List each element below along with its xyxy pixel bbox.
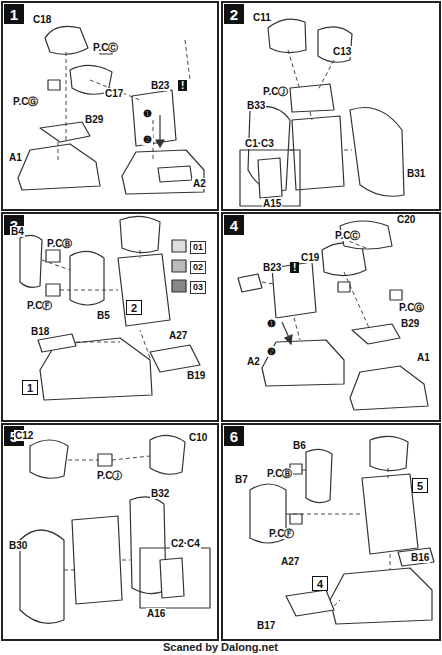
part-label: P.CⒿ xyxy=(262,86,289,97)
part-label: B18 xyxy=(30,326,50,337)
watermark: Scaned by Dalong.net xyxy=(162,642,279,653)
part-label: C18 xyxy=(32,14,52,25)
part-label: B31 xyxy=(406,168,426,179)
part-label: P.CⒸ xyxy=(334,230,361,241)
part-label: C17 xyxy=(104,88,124,99)
part-label: P.CⒿ xyxy=(96,470,123,481)
part-label: P.CⒼ xyxy=(398,302,425,313)
part-label: P.CⒷ xyxy=(266,468,293,479)
step-text: 1 xyxy=(10,6,18,23)
part-label: B6 xyxy=(292,440,307,451)
part-label: B7 xyxy=(234,474,249,485)
step-number: 4 xyxy=(224,215,244,235)
part-label: ❶ xyxy=(142,108,153,119)
part-label: P.CⒼ xyxy=(12,96,39,107)
caution-icon: ! xyxy=(290,262,299,273)
step-number: 6 xyxy=(224,426,244,446)
part-label: A27 xyxy=(280,556,300,567)
part-label: ❷ xyxy=(266,346,277,357)
part-label: P.CⒻ xyxy=(26,300,53,311)
step-text: 2 xyxy=(131,302,137,314)
part-label: B17 xyxy=(256,620,276,631)
step-text: 4 xyxy=(317,578,323,590)
step-text: 1 xyxy=(27,382,33,394)
part-label: A1 xyxy=(8,152,23,163)
step-text: 4 xyxy=(230,217,238,234)
reference-box: 2 xyxy=(126,300,142,315)
step-text: 6 xyxy=(230,428,238,445)
part-label: A16 xyxy=(146,608,166,619)
reference-box: 4 xyxy=(312,576,328,591)
part-label: B30 xyxy=(8,540,28,551)
part-label: A2 xyxy=(192,178,207,189)
part-label: B23 xyxy=(262,262,282,273)
part-label: C12 xyxy=(14,430,34,441)
part-label: B16 xyxy=(410,552,430,563)
part-label: P.CⒸ xyxy=(92,42,119,53)
part-label: P.CⒷ xyxy=(46,238,73,249)
part-label: A15 xyxy=(262,198,282,209)
part-label: B32 xyxy=(150,488,170,499)
part-label: B23 xyxy=(150,80,170,91)
part-label: ❷ xyxy=(142,134,153,145)
part-label: B33 xyxy=(246,100,266,111)
part-label: C13 xyxy=(332,46,352,57)
step-number: 1 xyxy=(4,4,24,24)
part-label: C19 xyxy=(300,252,320,263)
part-label: C20 xyxy=(396,214,416,225)
part-label: A1 xyxy=(416,352,431,363)
part-label: C11 xyxy=(252,12,272,23)
part-label: C10 xyxy=(188,432,208,443)
part-label: B19 xyxy=(186,370,206,381)
step-text: 2 xyxy=(230,6,238,23)
paint-code: 03 xyxy=(190,281,206,294)
paint-code: 02 xyxy=(190,261,206,274)
reference-box: 5 xyxy=(412,478,428,493)
part-label: C1·C3 xyxy=(244,138,275,149)
part-label: ❶ xyxy=(266,318,277,329)
part-label: A2 xyxy=(246,356,261,367)
part-label: B29 xyxy=(84,114,104,125)
part-label: B29 xyxy=(400,318,420,329)
part-label: C2·C4 xyxy=(170,538,201,549)
step-number: 2 xyxy=(224,4,244,24)
part-label: B5 xyxy=(96,310,111,321)
caution-icon: ! xyxy=(178,80,187,91)
step-text: 5 xyxy=(417,480,423,492)
part-label: P.CⒻ xyxy=(268,528,295,539)
part-label: A27 xyxy=(168,330,188,341)
reference-box: 1 xyxy=(22,380,38,395)
paint-code: 01 xyxy=(190,241,206,254)
part-label: B4 xyxy=(10,226,25,237)
